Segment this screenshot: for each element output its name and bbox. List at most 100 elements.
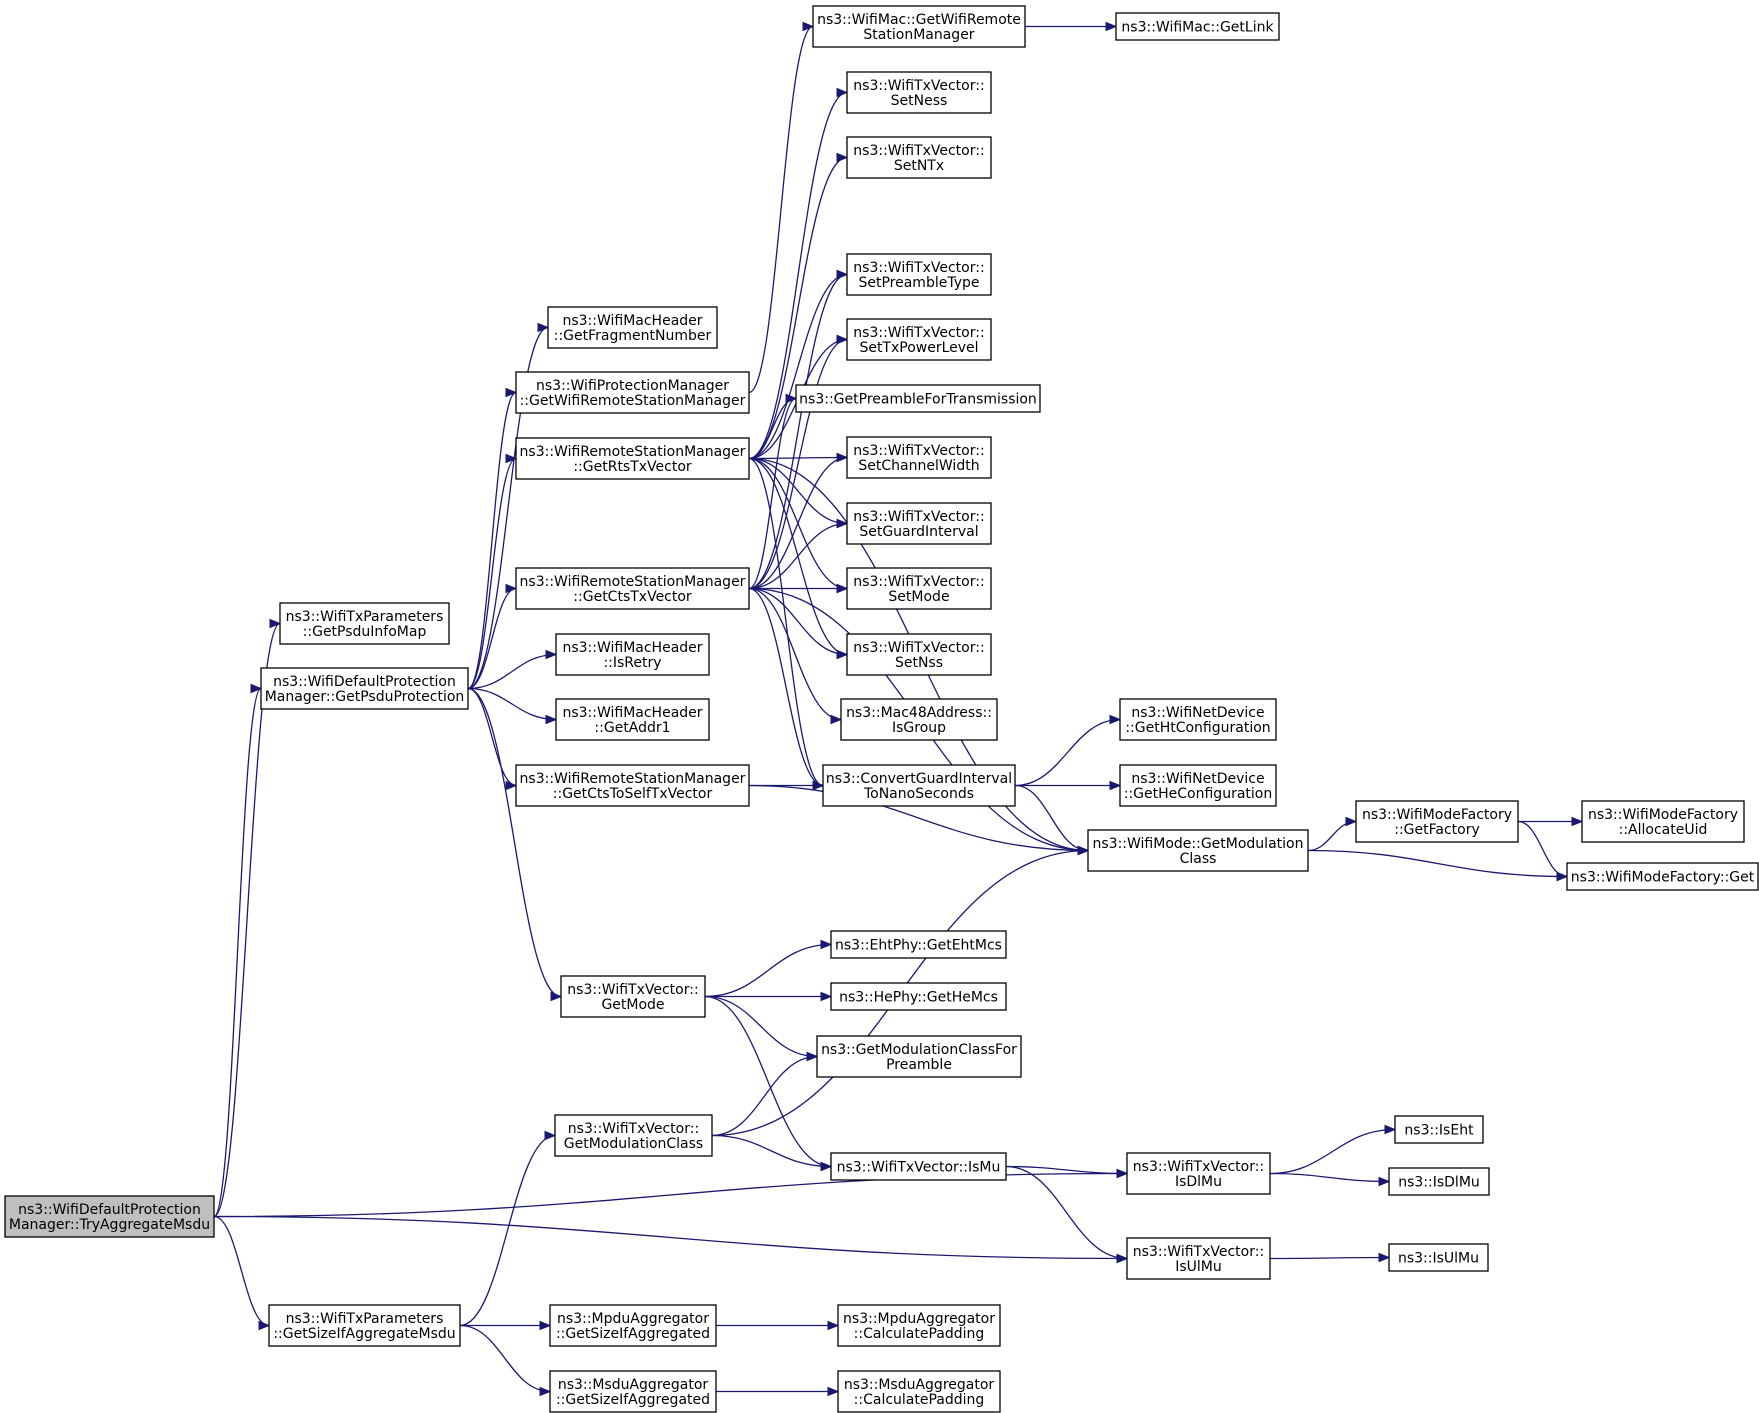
node-get-fragment-number[interactable]: ns3::WifiMacHeader::GetFragmentNumber [547, 306, 718, 349]
edge-line [711, 1055, 818, 1137]
arrowhead [537, 322, 550, 333]
edge-line [748, 457, 824, 787]
edge-line [1005, 1165, 1128, 1260]
node-is-dl-mu[interactable]: ns3::IsDlMu [1388, 1167, 1490, 1196]
node-label: ns3::WifiMacHeader [562, 313, 702, 329]
node-set-nss[interactable]: ns3::WifiTxVector::SetNss [846, 633, 992, 676]
edge-line [748, 273, 848, 460]
node-txv-get-mod-class[interactable]: ns3::WifiTxVector::GetModulationClass [554, 1114, 713, 1157]
node-get-he-config[interactable]: ns3::WifiNetDevice::GetHeConfiguration [1119, 764, 1277, 807]
node-get-ht-config[interactable]: ns3::WifiNetDevice::GetHtConfiguration [1119, 698, 1277, 741]
node-label: GetModulationClass [564, 1136, 703, 1152]
node-mac-get-wrsm[interactable]: ns3::WifiMac::GetWifiRemoteStationManage… [812, 5, 1026, 48]
node-label: ::GetSizeIfAggregated [556, 1392, 710, 1408]
edge-line [467, 687, 517, 787]
edge-root-to-get-psdu-protection [213, 683, 263, 1218]
edge-line [748, 587, 848, 656]
node-set-mode[interactable]: ns3::WifiTxVector::SetMode [846, 567, 992, 610]
edge-line [1517, 820, 1568, 878]
node-set-channel-width[interactable]: ns3::WifiTxVector::SetChannelWidth [846, 436, 992, 479]
edge-get-size-if-aggregate-msdu-to-mpdu-get-size [460, 1320, 552, 1331]
edge-txv-get-mode-to-get-mod-class-for-preamble [704, 995, 819, 1062]
edge-get-cts-tx-vector-to-set-tx-power-level [748, 334, 849, 590]
node-txv-get-mode[interactable]: ns3::WifiTxVector::GetMode [560, 975, 706, 1018]
node-label: ::GetCtsToSelfTxVector [553, 786, 713, 802]
node-label: ::GetAddr1 [594, 720, 670, 736]
node-is-retry[interactable]: ns3::WifiMacHeader::IsRetry [555, 633, 710, 676]
node-txv-is-ul-mu[interactable]: ns3::WifiTxVector::IsUlMu [1126, 1237, 1271, 1280]
node-mpdu-get-size[interactable]: ns3::MpduAggregator::GetSizeIfAggregated [549, 1304, 717, 1347]
node-box [268, 1304, 461, 1347]
node-label: ::GetSizeIfAggregateMsdu [273, 1326, 455, 1342]
node-set-ness[interactable]: ns3::WifiTxVector::SetNess [846, 71, 992, 114]
node-mpdu-calc-pad[interactable]: ns3::MpduAggregator::CalculatePadding [837, 1304, 1001, 1347]
edge-get-psdu-protection-to-txv-get-mode [467, 687, 563, 1002]
node-set-guard-interval[interactable]: ns3::WifiTxVector::SetGuardInterval [846, 502, 992, 545]
node-box [795, 384, 1041, 413]
node-box [549, 1304, 717, 1347]
node-set-tx-power-level[interactable]: ns3::WifiTxVector::SetTxPowerLevel [846, 318, 992, 361]
node-label: ns3::MpduAggregator [557, 1311, 709, 1327]
node-box [830, 982, 1007, 1011]
node-txv-is-mu[interactable]: ns3::WifiTxVector::IsMu [830, 1152, 1007, 1181]
edge-txv-is-mu-to-txv-is-dl-mu [1005, 1165, 1129, 1179]
edge-factory-get-factory-to-factory-get [1517, 820, 1569, 882]
node-factory-get-factory[interactable]: ns3::WifiModeFactory::GetFactory [1355, 800, 1519, 843]
node-get-psdu-protection[interactable]: ns3::WifiDefaultProtectionManager::GetPs… [260, 667, 469, 710]
node-box [822, 764, 1016, 807]
node-label: ::GetHtConfiguration [1125, 720, 1270, 736]
node-get-he-mcs[interactable]: ns3::HePhy::GetHeMcs [830, 982, 1007, 1011]
node-label: ns3::GetModulationClassFor [821, 1042, 1017, 1058]
arrowhead [836, 518, 849, 529]
node-box [812, 5, 1026, 48]
node-is-ul-mu[interactable]: ns3::IsUlMu [1388, 1243, 1489, 1272]
edge-line [748, 456, 848, 590]
node-label: ns3::IsEht [1404, 1123, 1474, 1139]
node-msdu-get-size[interactable]: ns3::MsduAggregator::GetSizeIfAggregated [549, 1370, 717, 1413]
node-label: ns3::WifiTxVector:: [853, 509, 984, 525]
edge-msdu-get-size-to-msdu-calc-pad [716, 1386, 840, 1397]
node-root[interactable]: ns3::WifiDefaultProtectionManager::TryAg… [4, 1195, 215, 1238]
node-mac-get-link[interactable]: ns3::WifiMac::GetLink [1115, 12, 1280, 41]
node-label: ns3::WifiNetDevice [1131, 771, 1264, 787]
node-box [837, 1370, 1001, 1413]
arrowhead [550, 991, 563, 1002]
node-box [830, 1152, 1007, 1181]
node-factory-get[interactable]: ns3::WifiModeFactory::Get [1566, 862, 1759, 891]
edge-line [1005, 1165, 1128, 1175]
node-msdu-calc-pad[interactable]: ns3::MsduAggregator::CalculatePadding [837, 1370, 1001, 1413]
node-box [549, 1370, 717, 1413]
node-label: ::GetHeConfiguration [1124, 786, 1272, 802]
node-get-psdu-info-map[interactable]: ns3::WifiTxParameters::GetPsduInfoMap [279, 602, 450, 645]
node-box [830, 930, 1007, 959]
node-get-rts-tx-vector[interactable]: ns3::WifiRemoteStationManager::GetRtsTxV… [515, 437, 750, 480]
arrowhead [505, 583, 518, 594]
node-box [1119, 764, 1277, 807]
node-factory-allocate-uid[interactable]: ns3::WifiModeFactory::AllocateUid [1581, 800, 1745, 843]
node-get-addr1[interactable]: ns3::WifiMacHeader::GetAddr1 [555, 698, 710, 741]
node-label: ns3::ConvertGuardInterval [826, 771, 1012, 787]
node-get-size-if-aggregate-msdu[interactable]: ns3::WifiTxParameters::GetSizeIfAggregat… [268, 1304, 461, 1347]
arrowhead [505, 387, 518, 398]
node-is-eht[interactable]: ns3::IsEht [1394, 1115, 1484, 1144]
node-set-preamble-type[interactable]: ns3::WifiTxVector::SetPreambleType [846, 253, 992, 296]
node-txv-is-dl-mu[interactable]: ns3::WifiTxVector::IsDlMu [1126, 1152, 1271, 1195]
edge-get-psdu-protection-to-get-rts-tx-vector [467, 453, 518, 690]
node-prot-get-wrsm[interactable]: ns3::WifiProtectionManager::GetWifiRemot… [515, 371, 750, 414]
node-get-cts-tx-vector[interactable]: ns3::WifiRemoteStationManager::GetCtsTxV… [515, 567, 750, 610]
node-box [846, 633, 992, 676]
node-mode-get-mod-class[interactable]: ns3::WifiMode::GetModulationClass [1087, 829, 1309, 872]
arrowhead [802, 21, 815, 32]
node-get-eht-mcs[interactable]: ns3::EhtPhy::GetEhtMcs [830, 930, 1007, 959]
node-is-group[interactable]: ns3::Mac48Address::IsGroup [840, 698, 998, 741]
node-label: ns3::WifiMode::GetModulation [1093, 836, 1304, 852]
node-label: ns3::WifiMacHeader [562, 705, 702, 721]
edge-txv-get-mod-class-to-get-mod-class-for-preamble [711, 1051, 819, 1137]
node-get-cts-to-self[interactable]: ns3::WifiRemoteStationManager::GetCtsToS… [515, 764, 750, 807]
arrowhead [836, 334, 849, 345]
node-set-ntx[interactable]: ns3::WifiTxVector::SetNTx [846, 136, 992, 179]
node-label: Manager::GetPsduProtection [265, 689, 465, 705]
node-get-preamble-for-tx[interactable]: ns3::GetPreambleForTransmission [795, 384, 1041, 413]
